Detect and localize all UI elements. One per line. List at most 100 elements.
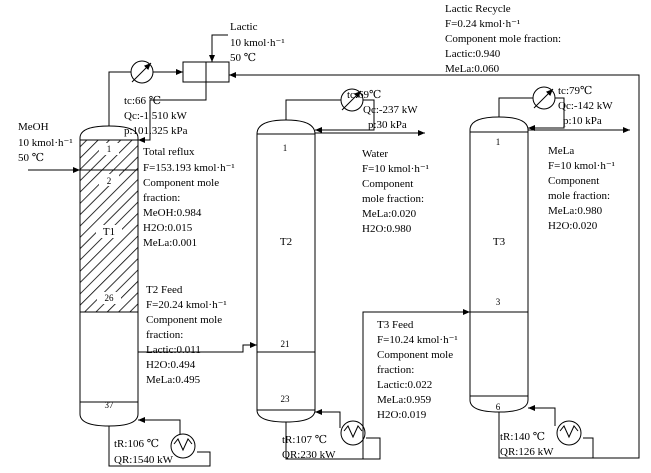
column-t3: 1 T3 3 6 [469, 116, 529, 413]
t2-condenser [340, 88, 364, 112]
t2-stage-23: 23 [281, 394, 291, 404]
svg-text:tR:140 ℃: tR:140 ℃ [500, 431, 545, 443]
t2-stage-21: 21 [281, 339, 290, 349]
svg-text:MeOH: MeOH [18, 121, 49, 133]
svg-text:p:101.325 kPa: p:101.325 kPa [124, 125, 188, 137]
t3-stage-6: 6 [496, 402, 501, 412]
lactic-feed-label: Lactic 10 kmol·h⁻¹ 50 ℃ [230, 21, 285, 64]
svg-text:Qc:-1 510 kW: Qc:-1 510 kW [124, 110, 188, 122]
svg-text:fraction:: fraction: [377, 364, 414, 376]
svg-text:tc:79℃: tc:79℃ [558, 85, 592, 97]
t3-stage-3: 3 [496, 297, 501, 307]
svg-text:mole fraction:: mole fraction: [548, 190, 610, 202]
t2-feed-label: T2 Feed F=20.24 kmol·h⁻¹ Component mole … [146, 284, 227, 386]
t3-stage-1: 1 [496, 137, 501, 147]
t3-condenser-label: tc:79℃ Qc:-142 kW p:10 kPa [558, 85, 613, 127]
svg-text:mole fraction:: mole fraction: [362, 193, 424, 205]
t3-feed-line [286, 309, 470, 460]
svg-text:Lactic Recycle: Lactic Recycle [445, 3, 511, 15]
t1-label: T1 [103, 226, 115, 238]
lactic-recycle-label: Lactic Recycle F=0.24 kmol·h⁻¹ Component… [445, 3, 561, 75]
total-reflux-label: Total reflux F=153.193 kmol·h⁻¹ Componen… [143, 146, 235, 249]
svg-text:H2O:0.980: H2O:0.980 [362, 223, 412, 235]
svg-text:tc:69℃: tc:69℃ [347, 89, 381, 101]
svg-text:MeLa:0.980: MeLa:0.980 [548, 205, 603, 217]
svg-text:MeLa:0.001: MeLa:0.001 [143, 237, 197, 249]
svg-text:50 ℃: 50 ℃ [230, 52, 256, 64]
column-t1: 1 2 T1 26 37 [79, 125, 139, 427]
t2-reboiler-label: tR:107 ℃ QR:230 kW [282, 434, 336, 461]
svg-text:MeLa:0.020: MeLa:0.020 [362, 208, 417, 220]
svg-text:10 kmol·h⁻¹: 10 kmol·h⁻¹ [18, 137, 73, 149]
t2-feed-line [138, 342, 257, 353]
svg-text:Lactic:0.011: Lactic:0.011 [146, 344, 201, 356]
lactic-recycle-line [229, 72, 640, 459]
svg-text:Component mole: Component mole [377, 349, 453, 361]
t1-condenser-label: tc:66 ℃ Qc:-1 510 kW p:101.325 kPa [124, 95, 188, 137]
svg-text:Component: Component [548, 175, 599, 187]
svg-text:H2O:0.494: H2O:0.494 [146, 359, 196, 371]
svg-text:QR:1540 kW: QR:1540 kW [114, 454, 174, 466]
svg-text:tR:107 ℃: tR:107 ℃ [282, 434, 327, 446]
svg-text:50 ℃: 50 ℃ [18, 152, 44, 164]
meoh-feed-label: MeOH 10 kmol·h⁻¹ 50 ℃ [18, 121, 73, 164]
t1-stage-2: 2 [107, 176, 112, 186]
svg-text:MeLa:0.495: MeLa:0.495 [146, 374, 201, 386]
t1-stage-37: 37 [105, 400, 115, 410]
t2-overhead-loop [285, 99, 425, 136]
svg-text:H2O:0.020: H2O:0.020 [548, 220, 598, 232]
svg-text:F=20.24 kmol·h⁻¹: F=20.24 kmol·h⁻¹ [146, 299, 227, 311]
svg-text:Lactic:0.940: Lactic:0.940 [445, 48, 501, 60]
svg-text:fraction:: fraction: [143, 192, 180, 204]
svg-text:Qc:-237 kW: Qc:-237 kW [363, 104, 418, 116]
t2-condenser-label: tc:69℃ Qc:-237 kW p:30 kPa [347, 89, 418, 131]
svg-text:MeOH:0.984: MeOH:0.984 [143, 207, 202, 219]
t3-reboiler-label: tR:140 ℃ QR:126 kW [500, 431, 554, 458]
t3-overhead-loop [498, 97, 630, 133]
svg-text:MeLa:0.959: MeLa:0.959 [377, 394, 432, 406]
svg-text:fraction:: fraction: [146, 329, 183, 341]
svg-text:QR:230 kW: QR:230 kW [282, 449, 336, 461]
svg-text:T2 Feed: T2 Feed [146, 284, 183, 296]
t2-stage-1: 1 [283, 143, 288, 153]
t2-label: T2 [280, 236, 292, 248]
svg-text:QR:126 kW: QR:126 kW [500, 446, 554, 458]
svg-text:T3 Feed: T3 Feed [377, 319, 414, 331]
t3-reboiler-loop [498, 405, 594, 459]
svg-text:Total reflux: Total reflux [143, 146, 195, 158]
svg-text:10 kmol·h⁻¹: 10 kmol·h⁻¹ [230, 37, 285, 49]
svg-text:Lactic:0.022: Lactic:0.022 [377, 379, 432, 391]
t3-label: T3 [493, 236, 506, 248]
svg-text:Component: Component [362, 178, 413, 190]
t2-reboiler-loop [285, 409, 381, 460]
svg-text:p:10 kPa: p:10 kPa [563, 115, 602, 127]
svg-text:H2O:0.015: H2O:0.015 [143, 222, 193, 234]
svg-text:H2O:0.019: H2O:0.019 [377, 409, 427, 421]
svg-text:MeLa: MeLa [548, 145, 574, 157]
svg-text:Component mole: Component mole [143, 177, 219, 189]
svg-text:Qc:-142 kW: Qc:-142 kW [558, 100, 613, 112]
svg-text:F=0.24 kmol·h⁻¹: F=0.24 kmol·h⁻¹ [445, 18, 520, 30]
svg-text:tc:66 ℃: tc:66 ℃ [124, 95, 161, 107]
water-product-label: Water F=10 kmol·h⁻¹ Component mole fract… [362, 148, 429, 235]
svg-text:Component mole fraction:: Component mole fraction: [445, 33, 561, 45]
svg-text:Lactic: Lactic [230, 21, 258, 33]
t1-condenser [130, 60, 154, 84]
column-t2: 1 T2 21 23 [256, 119, 316, 423]
svg-text:tR:106 ℃: tR:106 ℃ [114, 438, 159, 450]
t3-condenser [532, 86, 556, 110]
t1-stage-1: 1 [107, 144, 112, 154]
t1-overhead-loop [108, 34, 230, 143]
svg-text:F=10.24 kmol·h⁻¹: F=10.24 kmol·h⁻¹ [377, 334, 458, 346]
svg-text:F=10 kmol·h⁻¹: F=10 kmol·h⁻¹ [548, 160, 615, 172]
svg-text:F=153.193 kmol·h⁻¹: F=153.193 kmol·h⁻¹ [143, 162, 235, 174]
t3-feed-label: T3 Feed F=10.24 kmol·h⁻¹ Component mole … [377, 319, 458, 421]
svg-text:MeLa:0.060: MeLa:0.060 [445, 63, 500, 75]
t1-reboiler-label: tR:106 ℃ QR:1540 kW [114, 438, 174, 466]
svg-text:F=10 kmol·h⁻¹: F=10 kmol·h⁻¹ [362, 163, 429, 175]
svg-text:p:30 kPa: p:30 kPa [368, 119, 407, 131]
t1-stage-26: 26 [105, 293, 115, 303]
svg-text:Component mole: Component mole [146, 314, 222, 326]
mela-product-label: MeLa F=10 kmol·h⁻¹ Component mole fracti… [548, 145, 615, 232]
